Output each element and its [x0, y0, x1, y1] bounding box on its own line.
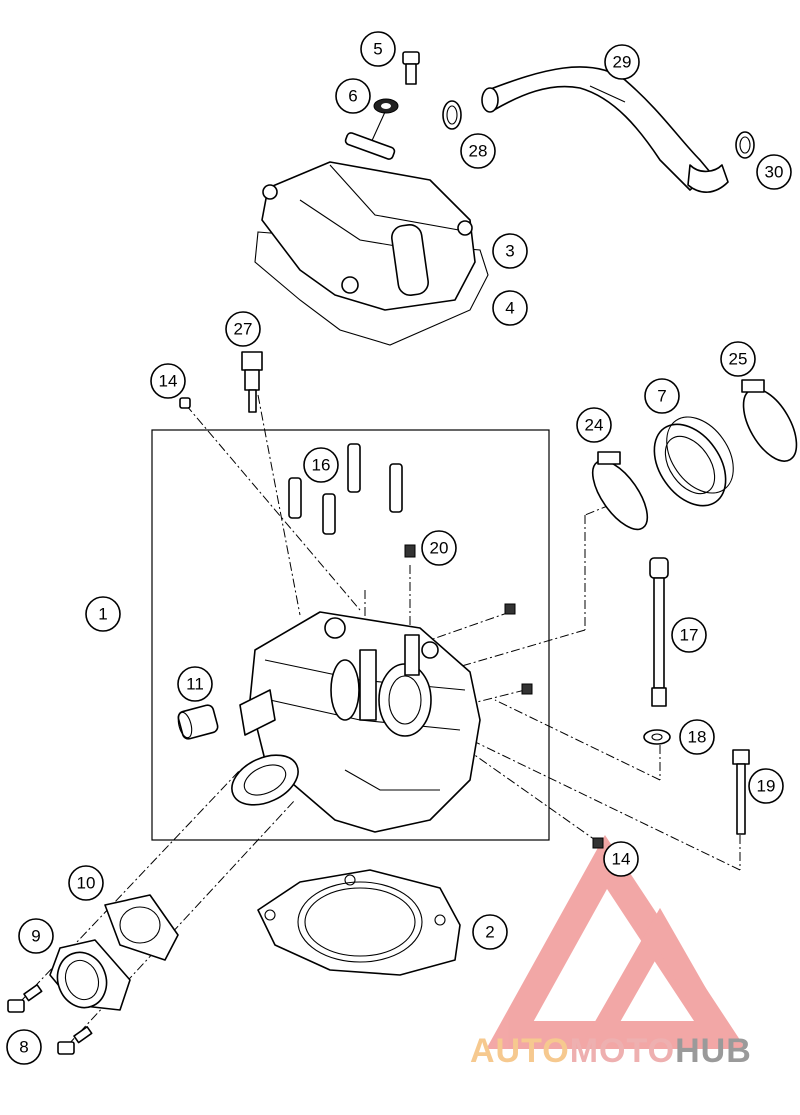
exhaust-gasket: [104, 894, 179, 961]
head-gasket: [257, 869, 461, 976]
screw-icon: [504, 603, 604, 849]
svg-text:1: 1: [98, 605, 107, 624]
svg-text:14: 14: [612, 850, 631, 869]
washer-icon: [643, 729, 671, 745]
hose-clamp-icon: [735, 131, 755, 159]
exhaust-flange: [49, 939, 131, 1011]
hose-clamp-icon: [442, 100, 462, 130]
intake-manifold: [653, 416, 734, 507]
watermark-logo-icon: [486, 834, 746, 1049]
valve-cover: [254, 132, 489, 346]
breather-hose: [481, 66, 729, 193]
sleeve-icon: [177, 704, 219, 740]
svg-text:10: 10: [77, 874, 96, 893]
svg-text:18: 18: [688, 728, 707, 747]
svg-text:19: 19: [757, 777, 776, 796]
callout-label: 19: [748, 768, 784, 804]
callout-label: 11: [177, 666, 213, 702]
svg-text:29: 29: [613, 53, 632, 72]
callout-label: 20: [421, 530, 457, 566]
callout-label: 4: [492, 290, 528, 326]
callout-label: 24: [576, 407, 612, 443]
bolt-icon: [732, 749, 750, 835]
seal-ring-icon: [373, 98, 399, 114]
callout-label: 5: [360, 31, 396, 67]
watermark-part-hub: HUB: [675, 1032, 752, 1070]
watermark-part-moto: MOTO: [569, 1032, 676, 1070]
svg-text:11: 11: [186, 675, 204, 694]
screw-icon: [402, 51, 420, 85]
svg-text:14: 14: [159, 372, 178, 391]
svg-text:28: 28: [469, 142, 488, 161]
callout-label: 6: [335, 78, 371, 114]
callout-label: 29: [604, 44, 640, 80]
long-bolt-icon: [649, 557, 669, 707]
sensor-icon: [241, 351, 263, 413]
svg-text:9: 9: [31, 927, 40, 946]
svg-text:2: 2: [485, 923, 494, 942]
exhaust-port: [231, 689, 299, 806]
svg-text:16: 16: [312, 456, 331, 475]
svg-text:5: 5: [373, 40, 382, 59]
callout-label: 14: [150, 363, 186, 399]
callout-label: 3: [492, 233, 528, 269]
svg-text:20: 20: [430, 539, 449, 558]
callout-label: 30: [756, 154, 792, 190]
callout-label: 7: [644, 378, 680, 414]
svg-text:24: 24: [585, 416, 604, 435]
screw-icon: [404, 544, 416, 558]
callout-label: 17: [671, 617, 707, 653]
watermark-text: AUTOMOTOHUB: [470, 1032, 752, 1071]
svg-text:25: 25: [729, 350, 748, 369]
svg-text:8: 8: [19, 1038, 28, 1057]
callout-label: 1: [85, 596, 121, 632]
callout-label: 9: [18, 918, 54, 954]
valve-guide-icon: [288, 443, 403, 535]
callout-label: 14: [603, 841, 639, 877]
callout-label: 8: [6, 1029, 42, 1065]
screw-icon: [179, 397, 191, 409]
intake-clamp-icon: [591, 451, 649, 531]
callout-label: 27: [225, 311, 261, 347]
callout-label: 25: [720, 341, 756, 377]
callout-label: 10: [68, 865, 104, 901]
callout-label: 16: [303, 447, 339, 483]
svg-text:30: 30: [765, 163, 784, 182]
callout-label: 28: [460, 133, 496, 169]
svg-text:7: 7: [657, 387, 666, 406]
svg-text:17: 17: [680, 626, 699, 645]
svg-text:6: 6: [348, 87, 357, 106]
callout-label: 2: [472, 914, 508, 950]
svg-text:4: 4: [505, 299, 514, 318]
callout-label: 18: [679, 719, 715, 755]
svg-text:3: 3: [505, 242, 514, 261]
watermark-part-auto: AUTO: [470, 1032, 570, 1070]
screw-icon: [7, 984, 43, 1013]
assembly-frame: [151, 429, 550, 841]
intake-clamp-icon: [741, 379, 798, 462]
svg-text:27: 27: [234, 320, 253, 339]
cylinder-head: [249, 611, 481, 833]
screw-icon: [57, 1026, 93, 1055]
